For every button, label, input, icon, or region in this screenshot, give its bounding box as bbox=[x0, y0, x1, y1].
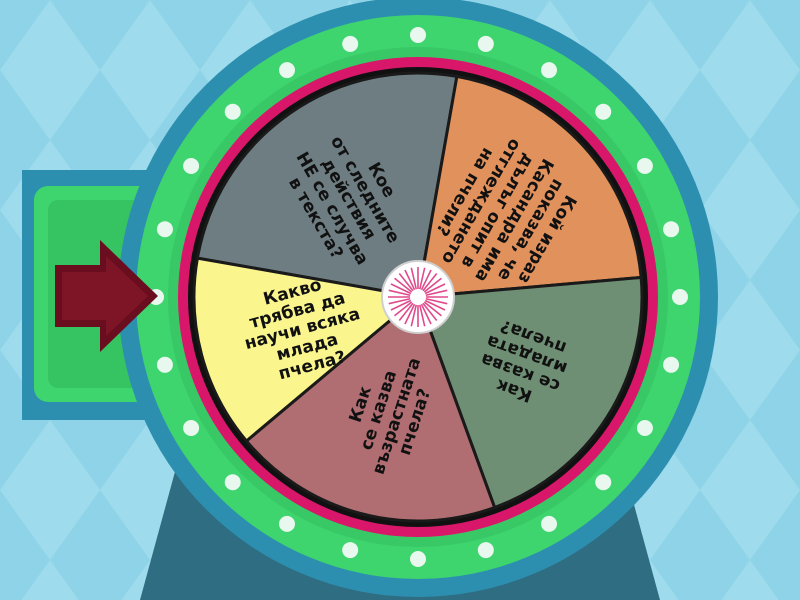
ring-light bbox=[183, 158, 200, 174]
hub-ray bbox=[420, 303, 432, 325]
wheel-segment-shape bbox=[195, 71, 459, 299]
wheel-segment[interactable]: Коеот следнитедействияНЕ се случвав текс… bbox=[195, 71, 459, 299]
wheel-hub[interactable] bbox=[381, 260, 455, 334]
hub-ray bbox=[388, 289, 411, 296]
hub-ray bbox=[410, 267, 417, 290]
hub-ray bbox=[425, 289, 448, 296]
ring-light bbox=[595, 474, 612, 491]
ring-light bbox=[636, 420, 653, 436]
hub-ray bbox=[404, 269, 416, 291]
ring-light bbox=[595, 103, 612, 120]
wheel-segment[interactable]: Кой изразпоказва, чеКасандра имадълъг оп… bbox=[416, 74, 643, 305]
wheel-segment-shape bbox=[244, 294, 497, 523]
hub-ray bbox=[419, 304, 426, 327]
ring-light bbox=[183, 420, 200, 436]
wheel-segment[interactable]: Каксе казвавъзрастнатапчела? bbox=[244, 294, 497, 523]
ring-light bbox=[279, 515, 295, 532]
ring-light bbox=[541, 62, 557, 79]
ring-light bbox=[541, 515, 557, 532]
wheel-segment[interactable]: Каквотрябва данаучи всякамладапчела? bbox=[192, 256, 422, 444]
hub-ray bbox=[388, 298, 411, 305]
ring-light bbox=[477, 542, 494, 559]
hub-ray bbox=[398, 302, 414, 321]
hub-ray bbox=[390, 299, 412, 311]
hub-ray bbox=[390, 283, 412, 295]
hub-ray bbox=[394, 301, 413, 317]
ring-light bbox=[279, 62, 295, 79]
wheel[interactable]: Коеот следнитедействияНЕ се случвав текс… bbox=[192, 71, 644, 523]
hub-ray bbox=[422, 273, 438, 292]
hub-ray bbox=[424, 299, 446, 311]
wheel-segment[interactable]: Каксе казвамладатапчела? bbox=[415, 275, 644, 510]
hub-ray bbox=[394, 277, 413, 293]
ring-light bbox=[672, 289, 688, 305]
ring-lights bbox=[148, 27, 688, 567]
arrow-right-icon bbox=[55, 240, 158, 352]
ring-light bbox=[342, 542, 359, 559]
ring-light bbox=[636, 158, 653, 174]
hub-ray bbox=[404, 303, 416, 325]
ring-light bbox=[156, 356, 173, 373]
hub-ray bbox=[425, 298, 448, 305]
ring-light bbox=[224, 103, 241, 120]
wheel-segment-shape bbox=[192, 256, 422, 444]
wheel-segment-shape bbox=[416, 74, 643, 299]
hub-ray bbox=[423, 277, 442, 293]
ring-light bbox=[342, 35, 359, 52]
ring-light bbox=[477, 35, 494, 52]
hub-ray bbox=[398, 273, 414, 292]
ring-light bbox=[410, 27, 426, 43]
hub-ray bbox=[424, 283, 446, 295]
wheel-segment-label: Каксе казвамладатапчела? bbox=[471, 313, 577, 414]
hub-ray bbox=[422, 302, 438, 321]
ring-light bbox=[410, 551, 426, 567]
hub-ray bbox=[419, 267, 426, 290]
hub-ray bbox=[420, 269, 432, 291]
ring-light bbox=[224, 474, 241, 491]
ring-light bbox=[663, 356, 680, 373]
hub-ray bbox=[410, 304, 417, 327]
ring-light bbox=[156, 221, 173, 238]
hub-ray bbox=[423, 301, 442, 317]
ring-light bbox=[663, 221, 680, 238]
